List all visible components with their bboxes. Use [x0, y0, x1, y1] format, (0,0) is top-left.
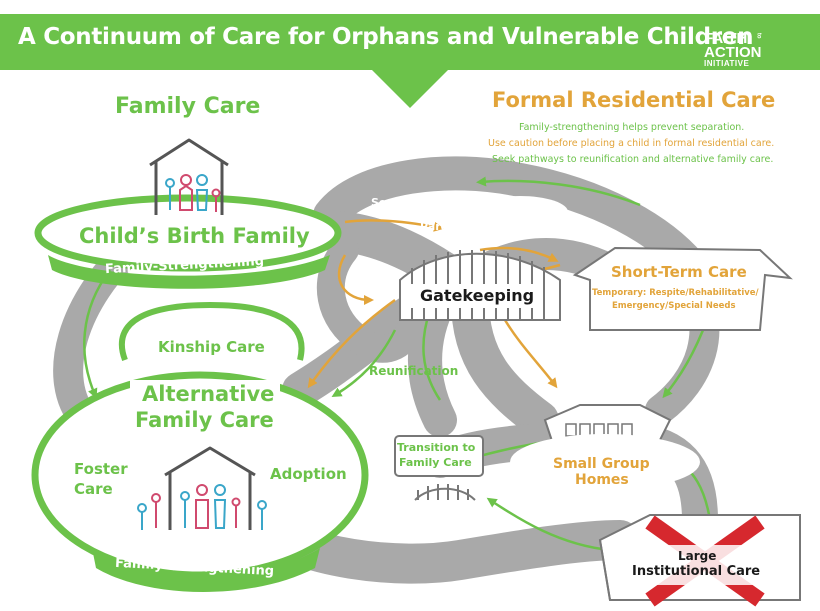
kinship-care-label: Kinship Care: [158, 338, 265, 356]
short-term-care-label: Short-Term Care: [611, 263, 747, 281]
note-3: Seek pathways to reunification and alter…: [492, 154, 774, 165]
short-term-sub-line2: Emergency/Special Needs: [612, 301, 736, 311]
arrow-birth-swirl: [337, 254, 374, 305]
arrow-reunify-top: [476, 176, 641, 207]
road-left-swirl: [316, 236, 424, 363]
alt-care-label-bg: [130, 380, 280, 440]
transition-label-line1: Transition to: [397, 441, 476, 454]
arrow-gatekeeping-left: [331, 329, 397, 398]
page-title: A Continuum of Care for Orphans and Vuln…: [18, 24, 754, 50]
alt-family-label-line1: Alternative: [142, 382, 275, 406]
formal-care-heading: Formal Residential Care: [492, 88, 776, 112]
separation-label-line3: Parental: [420, 220, 473, 233]
family-strengthening-banner-1: [48, 255, 330, 289]
reunification-label: Reunification: [369, 364, 459, 378]
faith-to-action-logo: FAITH to ACTION INITIATIVE: [704, 30, 762, 68]
note-1: Family-strengthening helps prevent separ…: [519, 122, 745, 133]
small-group-home: [510, 404, 700, 490]
alternative-care-ring: [31, 371, 369, 579]
logo-line-faith: FAITH: [704, 30, 748, 47]
birth-family-house: [149, 138, 229, 215]
transition-label-line2: Family Care: [399, 456, 472, 469]
gatekeeping-label: Gatekeeping: [420, 286, 535, 305]
gatekeeping-gate: [399, 250, 561, 321]
short-term-sub-line1: Temporary: Respite/Rehabilitative/: [592, 288, 759, 298]
alt-family-house: [164, 446, 256, 530]
arrow-birth-to-separation: [344, 219, 444, 232]
large-institution: [598, 514, 801, 607]
note-2: Use caution before placing a child in fo…: [488, 138, 775, 149]
adoption-label: Adoption: [270, 465, 347, 483]
separation-label-line1: Separation: [371, 196, 439, 209]
birth-family-ring: [34, 194, 342, 272]
alt-family-label-line2: Family Care: [135, 408, 274, 432]
alt-family-people: [137, 484, 267, 530]
foster-label-line2: Care: [74, 480, 113, 498]
birth-family-people: [165, 174, 221, 212]
short-term-tent: [572, 246, 793, 331]
transition-gate: [394, 435, 484, 501]
family-strengthening-banner-2: [92, 548, 320, 592]
alternative-care-node: [31, 301, 369, 592]
birth-family-node: [34, 138, 342, 289]
family-care-heading: Family Care: [115, 94, 261, 119]
large-institution-label-line1: Large: [678, 549, 717, 563]
separation-label-line2: from: [428, 210, 450, 219]
road-island: [472, 196, 568, 228]
foster-label-line1: Foster: [74, 460, 128, 478]
logo-line-action: ACTION: [704, 43, 762, 61]
kinship-bubble: [118, 301, 305, 362]
separation-label-line4: Care: [440, 234, 469, 247]
arrow-separation-to-short-term: [479, 246, 559, 262]
header-banner: A Continuum of Care for Orphans and Vuln…: [0, 14, 820, 70]
arrow-left-outer: [83, 269, 112, 399]
arrow-large-to-transition: [486, 497, 611, 552]
logo-line-initiative: INITIATIVE: [704, 58, 750, 68]
small-group-label-line1: Small Group: [553, 456, 650, 472]
small-group-label-line2: Homes: [575, 472, 629, 488]
arrow-gatekeeping-to-alt: [307, 298, 396, 389]
birth-family-label: Child’s Birth Family: [79, 224, 310, 248]
large-institution-label-line2: Institutional Care: [632, 564, 761, 579]
header-notch: [372, 70, 448, 108]
arrow-gatekeeping-to-group: [503, 319, 558, 389]
